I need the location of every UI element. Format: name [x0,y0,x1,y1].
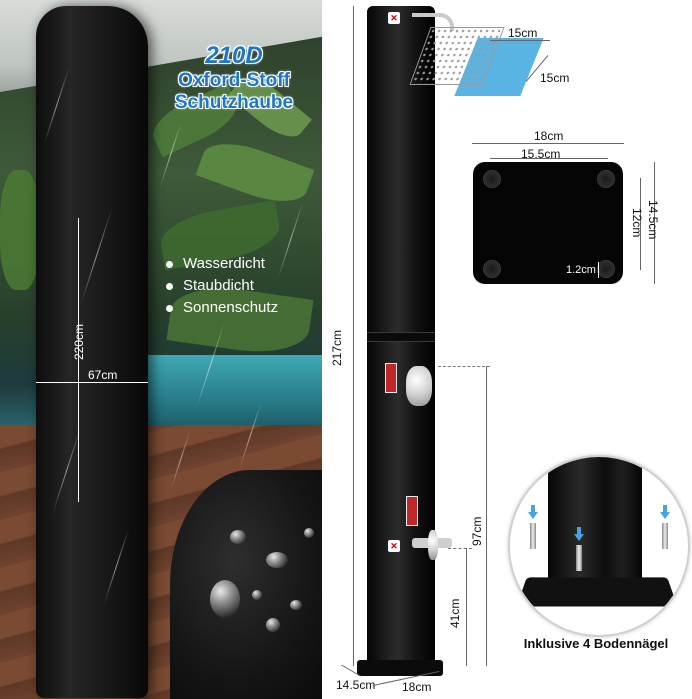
warning-label [406,496,418,526]
warning-label [385,363,397,393]
column-height-line [353,6,354,666]
inset-base-plate [516,577,678,607]
tap-height-label: 41cm [448,598,462,628]
cover-product-photo: 220cm 67cm [0,0,322,699]
garden-plant [0,170,40,290]
hole-offset-line [598,262,599,278]
arrow-down-icon [660,505,670,519]
cover-width-label: 67cm [88,368,118,382]
rain-streak [103,527,130,605]
cover-height-line [78,218,79,502]
water-droplet [210,580,240,618]
water-droplet [304,528,314,538]
hole-spacing-line [490,158,608,159]
palm-leaf [195,132,315,213]
plate-height-label: 14.5cm [646,200,660,240]
water-droplet [290,600,302,610]
rain-streak [277,201,304,279]
title-line-2: Oxford-Stoff [178,70,290,91]
plate-height-line [654,162,655,284]
rain-streak [43,67,70,145]
cover-title: 210D Oxford-Stoff Schutzhaube [154,42,314,114]
plate-width-label: 18cm [534,129,564,143]
rain-streak [52,428,81,514]
protective-cover [36,6,148,698]
column-height-label: 217cm [330,329,344,366]
hole-spacing-label: 15.5cm [521,147,561,161]
ground-stake-inset [508,455,690,637]
shower-arm [412,13,454,31]
cover-height-label: 220cm [72,323,86,360]
bullet-icon [166,282,173,290]
ground-nail [576,545,582,571]
feature-list: Wasserdicht Staubdicht Sonnenschutz [166,253,278,319]
brand-logo-icon: ✕ [388,540,400,552]
title-line-3: Schutzhaube [174,92,294,113]
mount-hole [597,170,615,188]
base-depth-label: 14.5cm [336,678,376,692]
title-line-1: 210D [205,42,263,69]
shower-base [357,660,443,676]
mount-hole [483,170,501,188]
inset-caption: Inklusive 4 Bodennägel [523,636,669,651]
head-width-label: 15cm [508,26,538,40]
head-width-line [490,40,550,41]
mixer-height-label: 97cm [470,516,484,546]
water-droplet [230,530,246,544]
water-droplet [266,618,280,632]
arrow-down-icon [528,505,538,519]
arrow-down-icon [574,527,584,541]
cover-width-line [36,382,148,383]
mixer-height-guide [438,366,490,367]
mixer-height-line [486,366,487,666]
ground-nail [530,523,536,549]
rain-streak [80,208,113,304]
tap-height-guide [448,548,472,549]
base-width-label: 18cm [402,680,432,694]
feature-item: Wasserdicht [166,253,278,275]
mount-hole [597,260,615,278]
tap-handle-icon [428,530,438,560]
feature-item: Sonnenschutz [166,297,278,319]
fabric-closeup [170,470,322,699]
feature-item: Staubdicht [166,275,278,297]
hole-offset-label: 1.2cm [566,264,596,276]
plate-width-line [472,143,624,144]
inset-column [548,457,642,585]
tap-height-line [466,548,467,666]
bullet-icon [166,304,173,312]
ground-nail [662,523,668,549]
mixer-knob-icon [406,366,432,406]
mount-hole [483,260,501,278]
hole-height-line [640,178,641,270]
hole-height-label: 12cm [630,208,644,238]
pool-water [140,355,322,425]
base-plate [473,162,623,284]
head-depth-label: 15cm [540,71,570,85]
water-droplet [266,552,288,568]
column-joint [367,332,435,342]
brand-logo-icon: ✕ [388,12,400,24]
water-droplet [252,590,262,600]
bullet-icon [166,260,173,268]
